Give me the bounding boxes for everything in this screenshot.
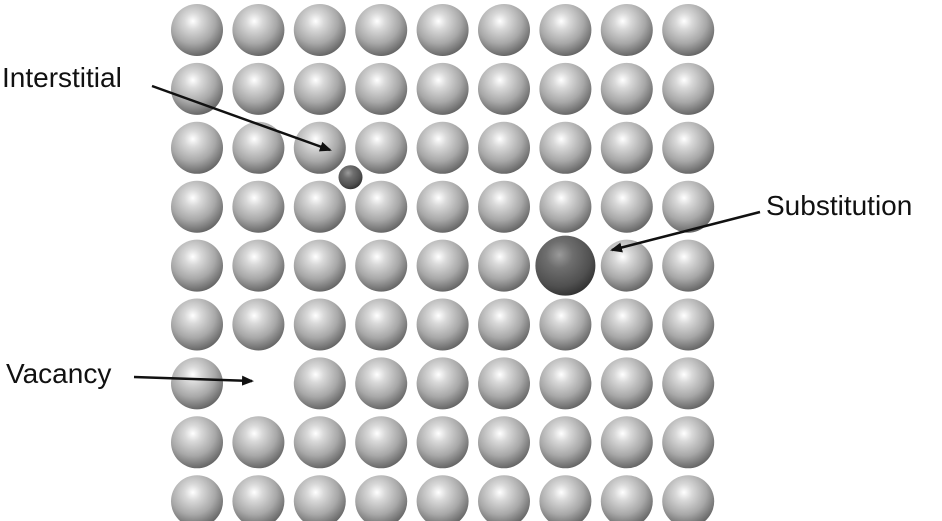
host-atom bbox=[232, 475, 285, 521]
host-atom bbox=[355, 416, 408, 469]
host-atom bbox=[293, 357, 346, 410]
host-atom bbox=[662, 4, 715, 56]
host-atom bbox=[355, 180, 408, 233]
callout-arrows bbox=[133, 84, 761, 386]
host-atom bbox=[416, 298, 469, 351]
host-atom bbox=[478, 357, 530, 410]
host-atom bbox=[355, 357, 408, 410]
host-atom bbox=[416, 416, 469, 469]
interstitial-arrow bbox=[151, 84, 332, 152]
host-atom bbox=[293, 180, 346, 233]
vacancy-arrow bbox=[133, 375, 254, 386]
host-atom bbox=[232, 239, 285, 292]
host-atom bbox=[355, 121, 408, 174]
host-atom bbox=[662, 239, 715, 292]
host-atom bbox=[478, 121, 530, 174]
host-atom bbox=[662, 62, 715, 115]
host-atom bbox=[600, 475, 653, 521]
host-atom bbox=[478, 180, 530, 233]
host-atom bbox=[600, 357, 653, 410]
host-atom bbox=[478, 239, 530, 292]
host-atom bbox=[293, 121, 346, 174]
host-atom bbox=[600, 180, 653, 233]
host-atom bbox=[539, 475, 592, 521]
host-atom bbox=[416, 475, 469, 521]
host-atom bbox=[171, 357, 223, 410]
host-atom bbox=[416, 4, 469, 56]
host-atom bbox=[539, 416, 592, 469]
host-atom bbox=[171, 298, 223, 351]
substitution-label: Substitution bbox=[766, 190, 913, 221]
host-atom bbox=[171, 239, 223, 292]
host-atom bbox=[232, 416, 285, 469]
vacancy-label: Vacancy bbox=[6, 358, 112, 389]
host-atom bbox=[171, 475, 223, 521]
host-atom bbox=[232, 4, 285, 56]
host-atom bbox=[232, 62, 285, 115]
host-atom bbox=[539, 121, 592, 174]
host-atom bbox=[232, 298, 285, 351]
host-atom bbox=[478, 62, 530, 115]
host-atom bbox=[662, 121, 715, 174]
host-atom bbox=[355, 298, 408, 351]
host-atom bbox=[232, 121, 285, 174]
host-atom bbox=[355, 239, 408, 292]
host-atom bbox=[600, 4, 653, 56]
host-atom bbox=[293, 416, 346, 469]
host-atom bbox=[171, 62, 223, 115]
host-atom bbox=[662, 298, 715, 351]
host-atom bbox=[355, 475, 408, 521]
host-atom bbox=[355, 4, 408, 56]
substitution-arrow bbox=[610, 210, 761, 253]
host-atom bbox=[355, 62, 408, 115]
host-atom bbox=[232, 180, 285, 233]
host-atom bbox=[171, 4, 223, 56]
host-atom bbox=[478, 298, 530, 351]
host-atom bbox=[416, 121, 469, 174]
host-atom bbox=[416, 180, 469, 233]
host-atom bbox=[478, 416, 530, 469]
host-atom bbox=[600, 62, 653, 115]
host-atom bbox=[662, 475, 715, 521]
host-atom bbox=[416, 239, 469, 292]
host-atom bbox=[662, 357, 715, 410]
host-atom bbox=[293, 298, 346, 351]
host-atom bbox=[293, 4, 346, 56]
host-atom bbox=[171, 121, 223, 174]
lattice-atoms bbox=[171, 4, 715, 521]
host-atom bbox=[539, 4, 592, 56]
host-atom bbox=[293, 475, 346, 521]
host-atom bbox=[416, 357, 469, 410]
host-atom bbox=[539, 357, 592, 410]
host-atom bbox=[171, 416, 223, 469]
host-atom bbox=[293, 62, 346, 115]
interstitial-atom bbox=[338, 165, 363, 190]
host-atom bbox=[539, 62, 592, 115]
host-atom bbox=[293, 239, 346, 292]
host-atom bbox=[600, 416, 653, 469]
host-atom bbox=[600, 239, 653, 292]
host-atom bbox=[478, 475, 530, 521]
host-atom bbox=[539, 180, 592, 233]
host-atom bbox=[539, 298, 592, 351]
host-atom bbox=[171, 180, 223, 233]
interstitial-label: Interstitial bbox=[2, 62, 122, 93]
host-atom bbox=[600, 298, 653, 351]
host-atom bbox=[416, 62, 469, 115]
host-atom bbox=[600, 121, 653, 174]
substitution-atom bbox=[535, 235, 596, 296]
host-atom bbox=[662, 416, 715, 469]
host-atom bbox=[478, 4, 530, 56]
host-atom bbox=[662, 180, 715, 233]
